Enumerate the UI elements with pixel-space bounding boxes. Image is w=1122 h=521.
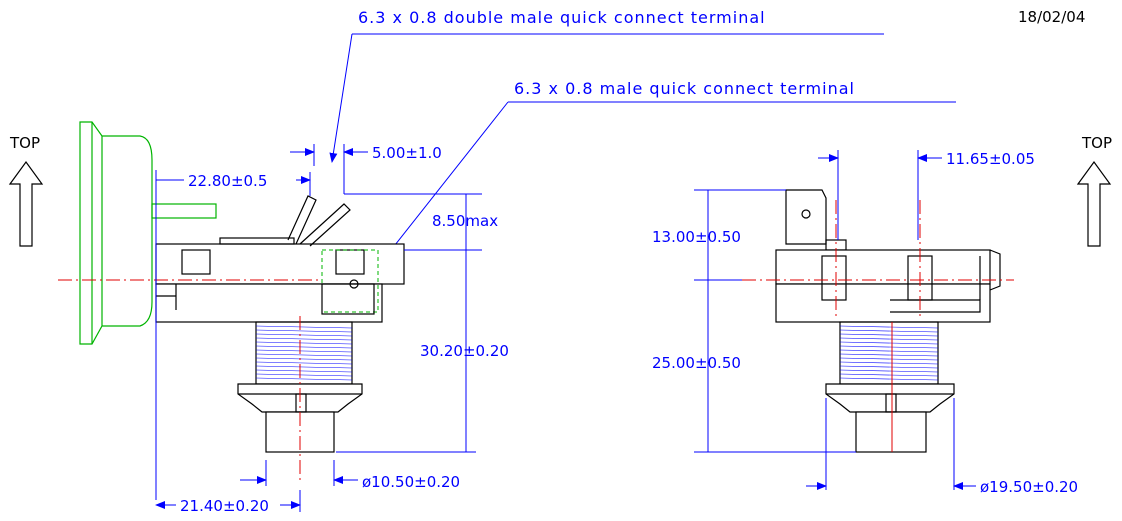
switch-body-top (775, 249, 991, 285)
dim-diameter: ø10.50±0.20 (362, 473, 460, 491)
switch-body-bottom (155, 283, 383, 323)
dim-diameter-right: ø19.50±0.20 (980, 478, 1078, 496)
callout-double-terminal-text: 6.3 x 0.8 double male quick connect term… (358, 8, 766, 27)
dim-terminal-spacing: 11.65±0.05 (946, 150, 1035, 168)
dim-terminal-height: 8.50max (432, 212, 498, 230)
callout-single-terminal: 6.3 x 0.8 male quick connect terminal (379, 79, 956, 265)
dim-offset: 22.80±0.5 (188, 172, 267, 190)
dim-body-height-right: 25.00±0.50 (652, 354, 741, 372)
switch-body-bottom (775, 283, 991, 323)
rocker-knob (79, 121, 217, 345)
dim-body-height: 30.20±0.20 (420, 342, 509, 360)
top-arrow-right: TOP (1076, 134, 1112, 247)
terminal-tab (785, 189, 827, 245)
dim-base-offset: 21.40±0.20 (180, 497, 269, 515)
threads-right (839, 325, 939, 381)
dim-pitch: 5.00±1.0 (372, 144, 442, 162)
top-label-left: TOP (9, 134, 40, 152)
top-arrow-left: TOP (8, 134, 44, 247)
top-label-right: TOP (1081, 134, 1112, 152)
dim-terminal-height-right: 13.00±0.50 (652, 228, 741, 246)
left-view: 22.80±0.5 5.00±1.0 8.50max 30.20±0.20 ø1… (58, 121, 509, 515)
up-arrow-icon (8, 160, 44, 247)
switch-body-top (155, 243, 405, 285)
callout-single-terminal-text: 6.3 x 0.8 male quick connect terminal (514, 79, 855, 98)
date-label: 18/02/04 (1018, 8, 1085, 26)
callout-double-terminal: 6.3 x 0.8 double male quick connect term… (329, 8, 884, 163)
up-arrow-icon (1076, 160, 1112, 247)
right-view: 11.65±0.05 13.00±0.50 25.00±0.50 ø19.50±… (652, 150, 1078, 496)
threads-left (255, 325, 353, 381)
